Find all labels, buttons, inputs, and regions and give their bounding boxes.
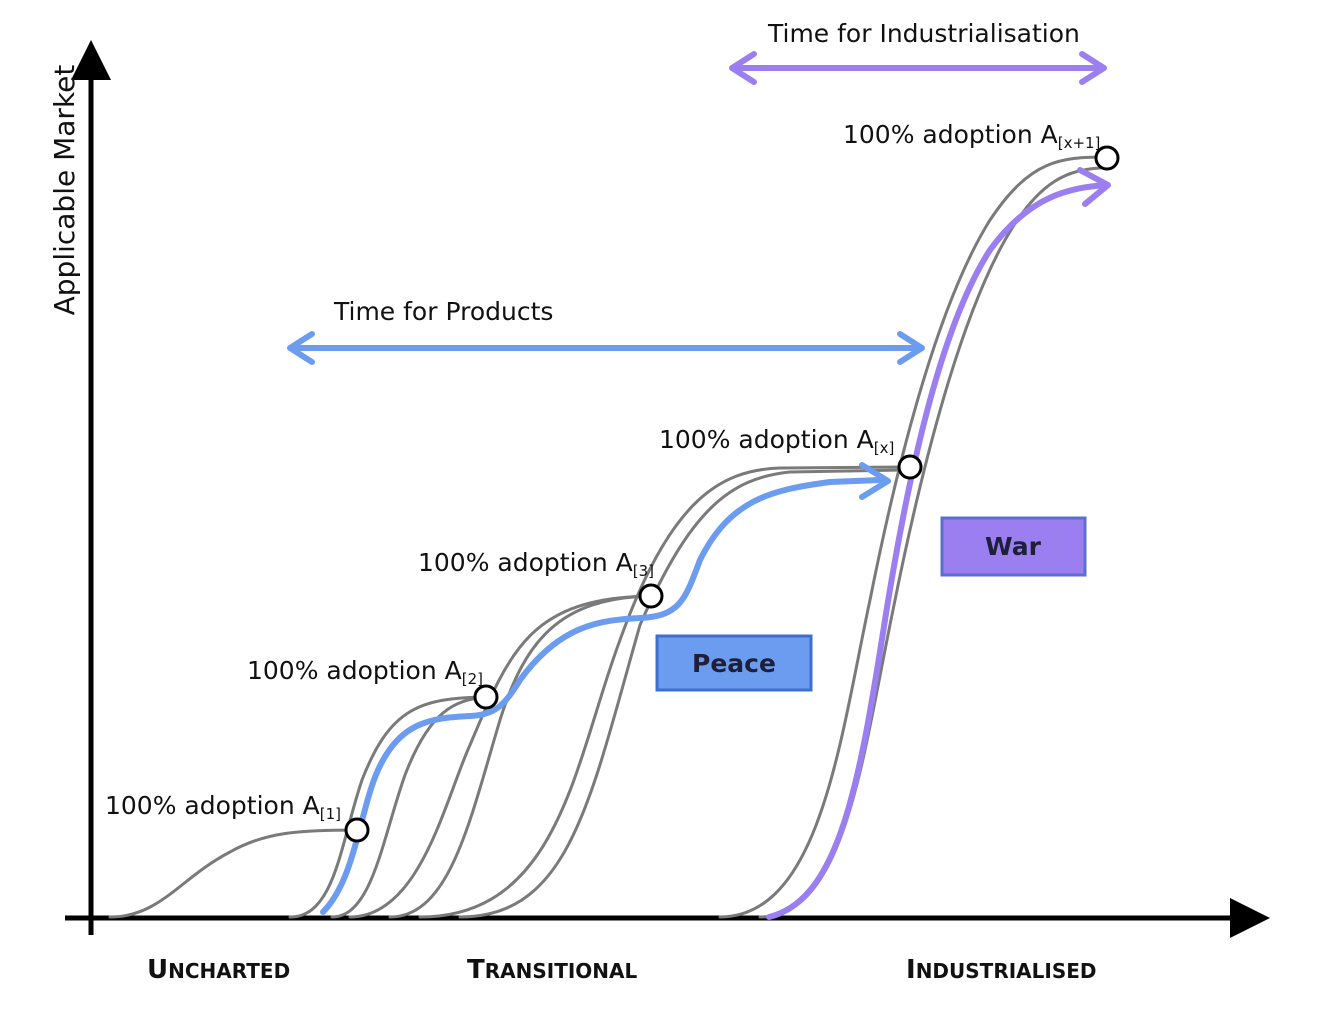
stage-label-industrialised: INDUSTRIALISED bbox=[906, 955, 1097, 985]
adoption-marker-3 bbox=[638, 583, 664, 609]
peace-curve bbox=[320, 477, 883, 915]
s-curve-2b bbox=[330, 695, 488, 919]
stage-label-uncharted: UNCHARTED bbox=[147, 955, 290, 985]
adoption-marker-x1 bbox=[1094, 145, 1120, 171]
adoption-labels: 100% adoption A[1] 100% adoption A[2] 10… bbox=[105, 120, 1100, 823]
adoption-marker-1 bbox=[344, 817, 370, 843]
s-curve-x-inner bbox=[458, 468, 907, 919]
war-box: War bbox=[940, 516, 1087, 577]
adoption-marker-2 bbox=[473, 684, 499, 710]
war-box-label: War bbox=[985, 532, 1042, 561]
s-curve-x bbox=[418, 465, 912, 919]
time-for-products-arrow: Time for Products bbox=[287, 297, 925, 365]
time-for-products-right-head bbox=[897, 331, 925, 365]
stage-label-transitional: TRANSITIONAL bbox=[467, 955, 638, 985]
adoption-label-x1: 100% adoption A[x+1] bbox=[843, 120, 1100, 152]
s-curve-1 bbox=[108, 828, 359, 919]
s-curve-2 bbox=[288, 695, 488, 919]
time-for-products-left-head bbox=[287, 331, 315, 365]
peace-arrowhead bbox=[859, 462, 891, 500]
peace-box-label: Peace bbox=[692, 649, 776, 678]
time-for-industrialisation-left-head bbox=[729, 51, 757, 85]
peace-box: Peace bbox=[655, 634, 813, 692]
time-for-industrialisation-label: Time for Industrialisation bbox=[767, 19, 1080, 48]
adoption-label-2: 100% adoption A[2] bbox=[247, 656, 483, 688]
adoption-label-3: 100% adoption A[3] bbox=[418, 548, 654, 580]
axes bbox=[65, 40, 1270, 938]
s-curve-3 bbox=[348, 594, 653, 919]
s-curve-3b bbox=[388, 594, 653, 919]
war-box-rect bbox=[940, 516, 1087, 577]
stage-labels: UNCHARTED TRANSITIONAL INDUSTRIALISED bbox=[147, 955, 1097, 985]
time-for-industrialisation-arrow: Time for Industrialisation bbox=[729, 19, 1107, 85]
peace-box-rect bbox=[655, 634, 813, 692]
adoption-marker-x bbox=[897, 454, 923, 480]
adoption-markers bbox=[344, 145, 1120, 843]
adoption-label-1: 100% adoption A[1] bbox=[105, 791, 341, 823]
adoption-label-x: 100% adoption A[x] bbox=[659, 425, 894, 457]
peace-path bbox=[320, 462, 891, 915]
time-for-industrialisation-right-head bbox=[1079, 51, 1107, 85]
war-arrowhead bbox=[1077, 167, 1111, 207]
time-for-products-label: Time for Products bbox=[333, 297, 553, 326]
y-axis-title: Applicable Market bbox=[48, 65, 81, 316]
